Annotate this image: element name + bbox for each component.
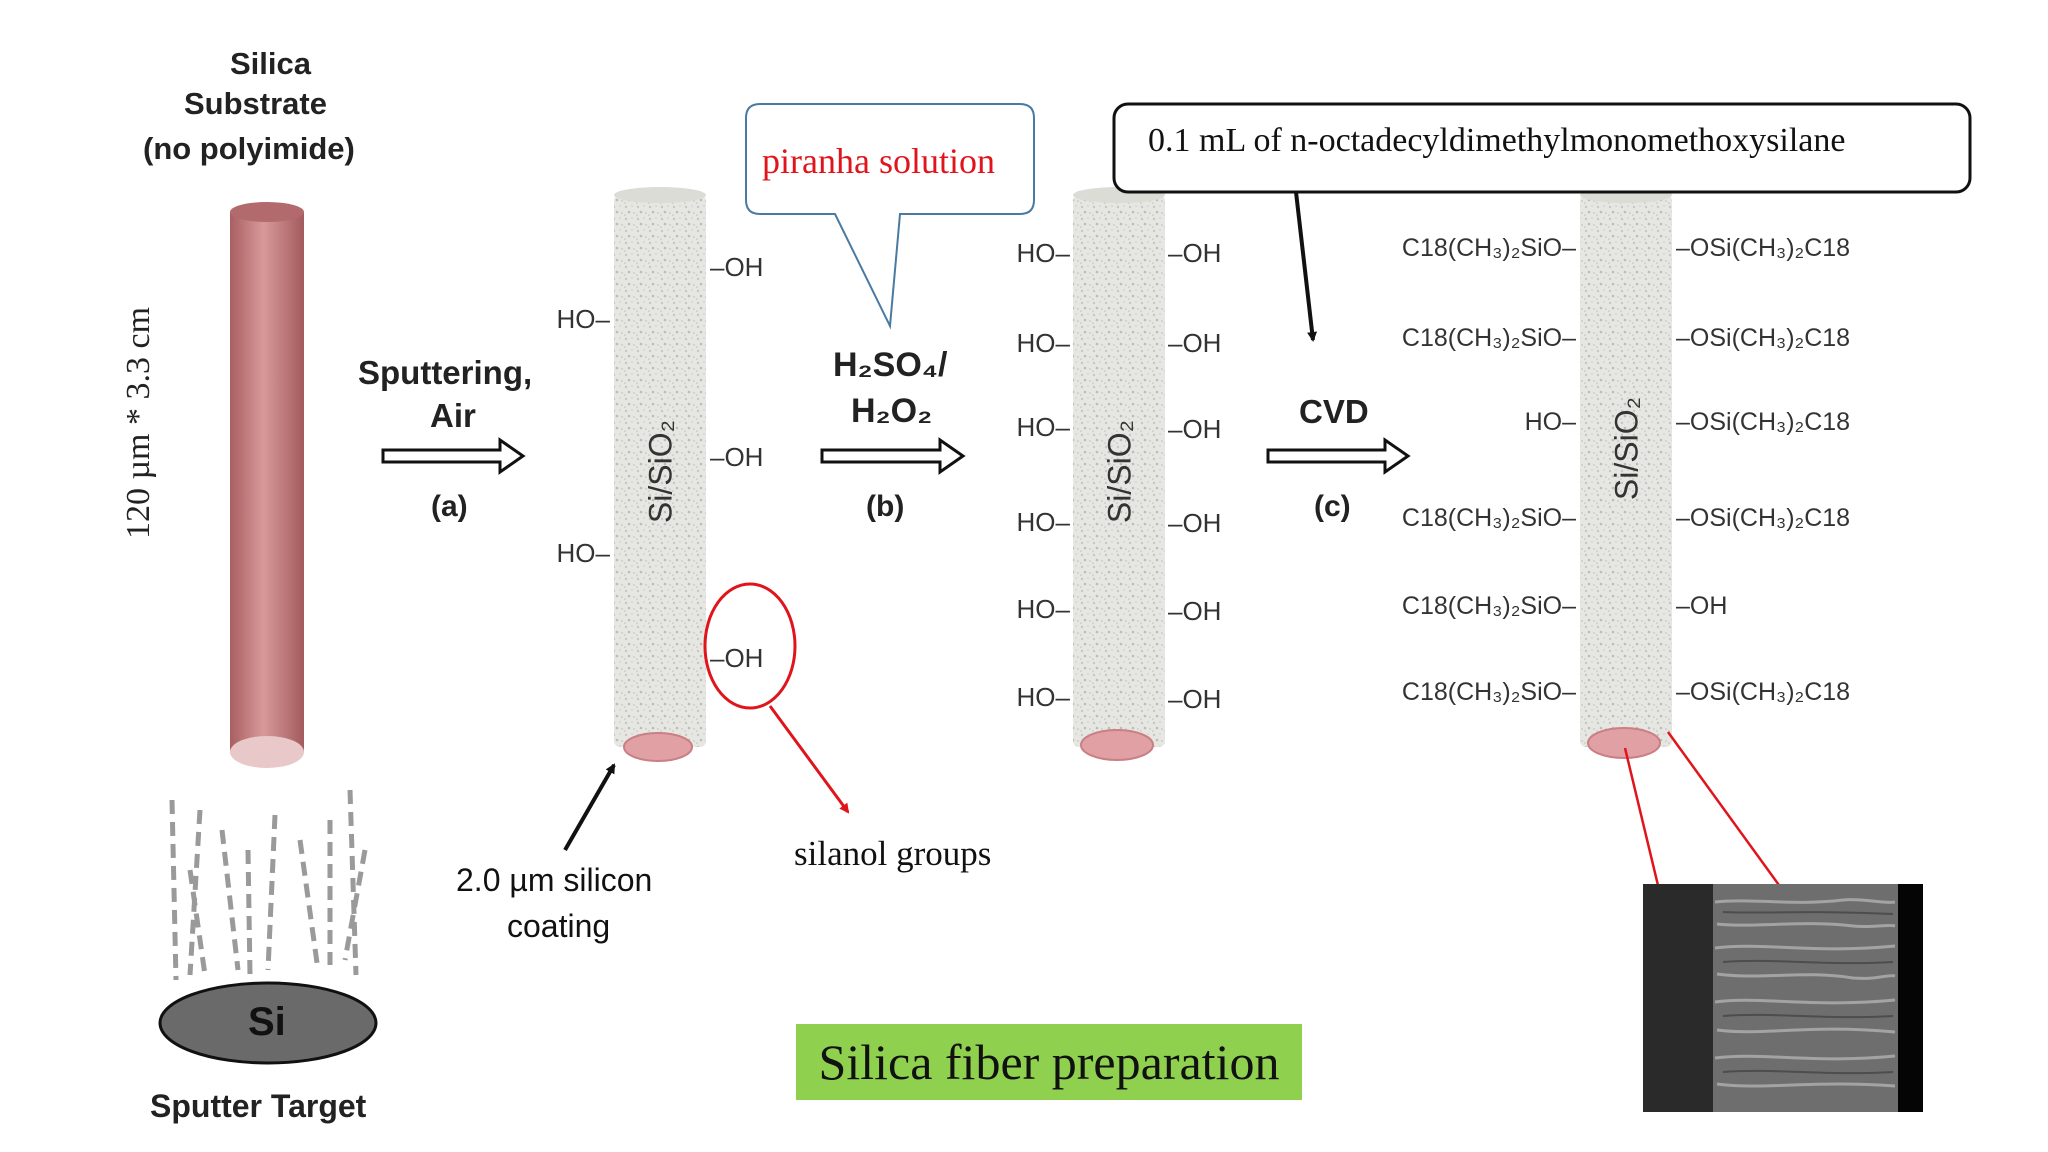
target-label: Si xyxy=(248,1000,286,1044)
step-c-condition: CVD xyxy=(1299,393,1369,430)
reagent-arrow xyxy=(1294,191,1318,342)
coating-arrow xyxy=(563,763,616,851)
fiber-2-group-right: –OH xyxy=(1168,684,1222,714)
fiber-3-group-right: –OSi(CH₃)₂C18 xyxy=(1676,234,1851,262)
fiber-2-group-left: HO– xyxy=(1016,412,1070,442)
step-a-condition-line1: Sputtering, xyxy=(358,354,533,391)
fiber-3-group-left: HO– xyxy=(1524,408,1576,436)
fiber-2-group-left: HO– xyxy=(1016,507,1070,537)
step-c-label: (c) xyxy=(1314,490,1351,523)
piranha-callout-text: piranha solution xyxy=(762,141,995,181)
substrate-title-line1: Silica xyxy=(230,46,311,81)
cvd-reagent-box xyxy=(1112,102,1972,194)
fiber-2-group-left: HO– xyxy=(1016,594,1070,624)
fiber-3-group-right: –OSi(CH₃)₂C18 xyxy=(1676,678,1851,706)
fiber-1 xyxy=(614,187,706,762)
piranha-callout-shape xyxy=(745,103,1035,330)
fiber-2-group-right: –OH xyxy=(1168,508,1222,538)
fiber-2-group-right: –OH xyxy=(1168,238,1222,268)
substrate-title-line2: Substrate xyxy=(184,86,327,121)
step-a-condition-line2: Air xyxy=(430,397,476,434)
arrow-step-b xyxy=(820,437,966,475)
silica-substrate-rod xyxy=(230,202,304,768)
fiber-3-group-right: –OH xyxy=(1676,592,1728,620)
figure-title: Silica fiber preparation xyxy=(796,1024,1302,1100)
fiber-1-group-left: HO– xyxy=(556,538,610,568)
arrow-step-c xyxy=(1266,437,1411,475)
fiber-3-group-left: C18(CH₃)₂SiO– xyxy=(1401,678,1576,706)
sem-arrow-1 xyxy=(1623,747,1665,904)
fiber-3-group-left: C18(CH₃)₂SiO– xyxy=(1401,504,1576,532)
cvd-reagent-text: 0.1 mL of n-octadecyldimethylmonomethoxy… xyxy=(1148,122,1846,159)
sem-arrow-2 xyxy=(1666,731,1799,912)
fiber-2-group-right: –OH xyxy=(1168,328,1222,358)
silanol-highlight-circle xyxy=(703,582,797,710)
fiber-3-group-left: C18(CH₃)₂SiO– xyxy=(1401,324,1576,352)
fiber-1-group-right: –OH xyxy=(710,643,764,673)
step-b-reagent-line2: H₂O₂ xyxy=(851,392,933,430)
step-a-label: (a) xyxy=(431,490,468,523)
fiber-3-group-right: –OSi(CH₃)₂C18 xyxy=(1676,504,1851,532)
dimension-label: 120 µm * 3.3 cm xyxy=(120,306,157,540)
coating-label-line2: coating xyxy=(507,908,611,944)
substrate-title-line3: (no polyimide) xyxy=(143,131,355,166)
fiber-1-label: Si/SiO₂ xyxy=(642,419,679,524)
sputter-target-label: Sputter Target xyxy=(150,1088,367,1124)
step-b-label: (b) xyxy=(866,490,905,523)
step-b-reagent-line1: H₂SO₄/ xyxy=(833,346,948,384)
fiber-1-group-right: –OH xyxy=(710,442,764,472)
sem-image xyxy=(1643,884,1923,1112)
fiber-2-group-left: HO– xyxy=(1016,682,1070,712)
coating-label-line1: 2.0 µm silicon xyxy=(456,862,653,898)
silanol-arrow xyxy=(768,705,850,814)
fiber-3-group-right: –OSi(CH₃)₂C18 xyxy=(1676,408,1851,436)
fiber-3-group-left: C18(CH₃)₂SiO– xyxy=(1401,592,1576,620)
sputter-target xyxy=(158,981,378,1065)
fiber-2-group-right: –OH xyxy=(1168,414,1222,444)
fiber-3-group-left: C18(CH₃)₂SiO– xyxy=(1401,234,1576,262)
arrow-step-a xyxy=(381,437,526,475)
fiber-1-group-right: –OH xyxy=(710,252,764,282)
fiber-1-group-left: HO– xyxy=(556,304,610,334)
fiber-2-group-right: –OH xyxy=(1168,596,1222,626)
fiber-2-label: Si/SiO₂ xyxy=(1101,419,1138,524)
fiber-3-group-right: –OSi(CH₃)₂C18 xyxy=(1676,324,1851,352)
silanol-label: silanol groups xyxy=(794,834,992,873)
fiber-2-group-left: HO– xyxy=(1016,328,1070,358)
fiber-2-group-left: HO– xyxy=(1016,238,1070,268)
fiber-3-label: Si/SiO₂ xyxy=(1608,396,1645,501)
sputter-particles xyxy=(169,789,368,981)
